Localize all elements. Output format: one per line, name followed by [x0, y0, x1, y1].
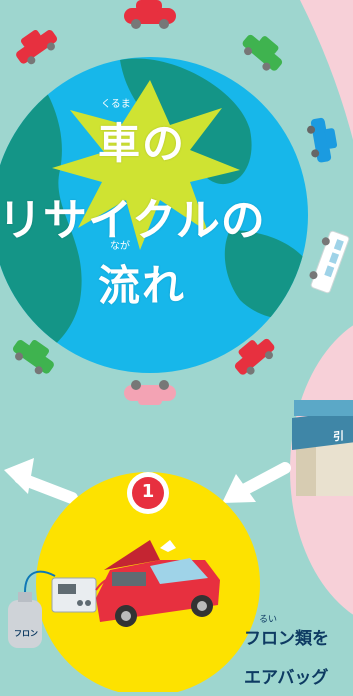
- car-icon: [234, 338, 275, 375]
- building-sign: 引: [333, 429, 344, 444]
- title-line-2: リサイクルの: [0, 195, 266, 246]
- bottom-line-1: フロン類を: [244, 629, 329, 649]
- car-icon: [124, 380, 176, 405]
- gas-tank-icon: [8, 570, 56, 648]
- title-line-3: 流れ: [98, 261, 187, 310]
- bottom-ruby: るい: [259, 615, 278, 625]
- car-icon: [12, 339, 54, 375]
- car-icon: [124, 0, 176, 29]
- pink-region-top: [300, 0, 353, 140]
- step-number: 1: [141, 481, 155, 502]
- bottom-line-2: エアバッグ: [244, 668, 329, 688]
- starburst: [52, 80, 240, 250]
- car-icon: [16, 29, 58, 65]
- arrow-left-icon: [222, 462, 291, 503]
- broken-car-icon: [96, 540, 220, 627]
- bus-icon: [309, 230, 350, 294]
- title-line-1: 車の: [98, 119, 187, 168]
- step-badge: [132, 477, 164, 509]
- building-icon: [292, 400, 353, 496]
- tank-label: フロン: [14, 629, 38, 638]
- car-icon: [307, 117, 338, 163]
- arrow-left-icon: [4, 458, 78, 504]
- title-ruby-naga: なが: [110, 241, 130, 252]
- car-icon: [242, 34, 283, 71]
- title-ruby-kuruma: くるま: [101, 99, 131, 110]
